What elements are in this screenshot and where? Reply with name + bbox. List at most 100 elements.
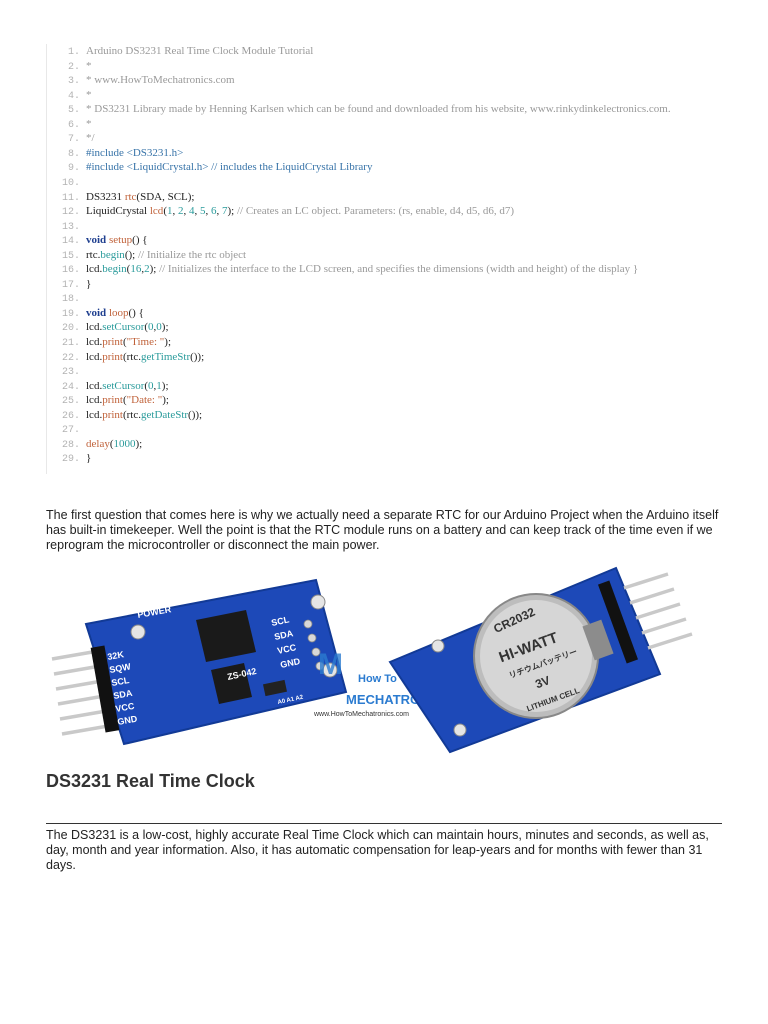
code-line: 25. lcd.print("Date: "); [47, 393, 169, 408]
code-token: 1000 [113, 437, 136, 450]
line-number: 4. [67, 90, 80, 102]
code-line: 23. [47, 364, 80, 378]
code-text: lcd.setCursor(0,1); [86, 379, 169, 393]
code-text: lcd.print(rtc.getDateStr()); [86, 408, 202, 422]
code-token: 5 [199, 205, 206, 218]
line-number: 1. [67, 47, 80, 58]
code-token: lcd. [86, 394, 103, 407]
code-token: 0 [148, 379, 154, 392]
code-token: // Initializes the interface to the LCD … [159, 263, 639, 276]
code-text: rtc.begin(); // Initialize the rtc objec… [86, 248, 246, 262]
code-line: 4. * [47, 88, 92, 102]
battery-voltage: 3V [533, 673, 552, 691]
pin-label-1: SQW [109, 661, 132, 675]
code-token: (); [124, 248, 138, 261]
code-token: begin [102, 263, 127, 276]
code-line: 18. [47, 291, 80, 305]
line-number: 25. [61, 396, 80, 408]
code-token: delay [86, 437, 110, 450]
code-token: , [172, 205, 178, 218]
code-text: #include <DS3231.h> [86, 146, 183, 160]
code-token: lcd. [86, 379, 103, 392]
line-number: 19. [61, 308, 80, 320]
code-token: , [216, 205, 222, 218]
code-token: 6 [210, 205, 217, 218]
code-token: #include <DS3231.h> [86, 146, 184, 159]
line-number: 22. [61, 352, 80, 364]
code-token: , [205, 205, 211, 218]
code-token: } [86, 277, 92, 290]
line-number: 16. [61, 265, 80, 277]
code-token: getDateStr [141, 408, 189, 421]
code-line: 19. void loop() { [47, 306, 144, 320]
code-token: 4 [188, 205, 195, 218]
code-text: * [86, 59, 92, 73]
code-line: 28.delay(1000); [47, 437, 142, 451]
label-addr: A0 A1 A2 [277, 695, 304, 706]
code-token: ); [164, 336, 172, 348]
code-token: * [86, 117, 92, 130]
code-text: #include <LiquidCrystal.h> // includes t… [86, 160, 372, 174]
code-line: 21.lcd.print("Time: "); [47, 335, 171, 349]
code-token: , [153, 379, 157, 392]
code-text: lcd.setCursor(0,0); [86, 320, 169, 334]
pin-label-5: GND [117, 714, 139, 727]
code-token: LiquidCrystal [86, 205, 150, 218]
code-line: 7.*/ [47, 131, 95, 145]
line-number: 27. [61, 425, 80, 437]
line-number: 11. [61, 192, 80, 204]
code-text: lcd.print("Time: "); [86, 335, 171, 349]
code-text: * [86, 88, 92, 102]
pin-right-3: GND [279, 656, 301, 670]
code-token: void [86, 306, 109, 319]
code-token: "Time: " [126, 336, 165, 348]
code-token: * [86, 88, 92, 101]
code-line: 27. [47, 422, 80, 436]
code-token: * DS3231 Library made by Henning Karlsen… [86, 103, 671, 116]
code-line: 22.lcd.print(rtc.getTimeStr()); [47, 350, 204, 364]
code-token: , [153, 321, 157, 334]
code-token: ); [149, 263, 160, 276]
code-token: setCursor [102, 379, 145, 392]
code-line: 29.} [47, 451, 91, 465]
code-token: * www.HowToMechatronics.com [86, 74, 235, 87]
code-text: } [86, 277, 91, 291]
intro-paragraph: The first question that comes here is wh… [46, 508, 719, 552]
code-line: 2. * [47, 59, 92, 73]
line-number: 24. [61, 381, 80, 393]
pin-label-3: SDA [113, 688, 134, 701]
code-line: 20.lcd.setCursor(0,0); [47, 320, 169, 334]
code-token: ( [144, 379, 149, 392]
line-number: 3. [67, 76, 80, 88]
code-text: Arduino DS3231 Real Time Clock Module Tu… [86, 44, 313, 58]
pin-right-2: VCC [276, 642, 297, 656]
line-number: 5. [67, 105, 80, 117]
code-line: 3. * www.HowToMechatronics.com [47, 73, 235, 88]
code-token: print [102, 336, 123, 348]
line-number: 8. [67, 148, 80, 160]
code-text: DS3231 rtc(SDA, SCL); [86, 190, 194, 204]
code-token: lcd [149, 205, 164, 218]
code-text: delay(1000); [86, 437, 142, 451]
pin-label-4: VCC [115, 701, 136, 714]
pin-right-0: SCL [270, 614, 290, 628]
section-heading: DS3231 Real Time Clock [46, 771, 255, 791]
code-line: 12.LiquidCrystal lcd(1, 2, 4, 5, 6, 7); … [47, 204, 514, 218]
code-token: loop [108, 306, 129, 319]
code-token: 1 [156, 379, 162, 392]
code-token: Arduino DS3231 Real Time Clock Module Tu… [86, 45, 314, 57]
code-token: getTimeStr [141, 350, 191, 363]
code-line: 24. lcd.setCursor(0,1); [47, 379, 169, 393]
code-token: ( [126, 263, 131, 276]
code-text: * www.HowToMechatronics.com [86, 73, 235, 87]
code-text: lcd.print("Date: "); [86, 393, 169, 407]
code-token: 2 [177, 205, 184, 218]
svg-text:M: M [318, 648, 343, 681]
code-line: 6.* [47, 117, 92, 131]
line-number: 13. [61, 221, 80, 233]
code-token: 16 [130, 263, 142, 276]
line-number: 23. [61, 367, 80, 379]
code-text: * DS3231 Library made by Henning Karlsen… [86, 102, 671, 116]
line-number: 2. [67, 61, 80, 73]
code-text: void loop() { [86, 306, 144, 320]
